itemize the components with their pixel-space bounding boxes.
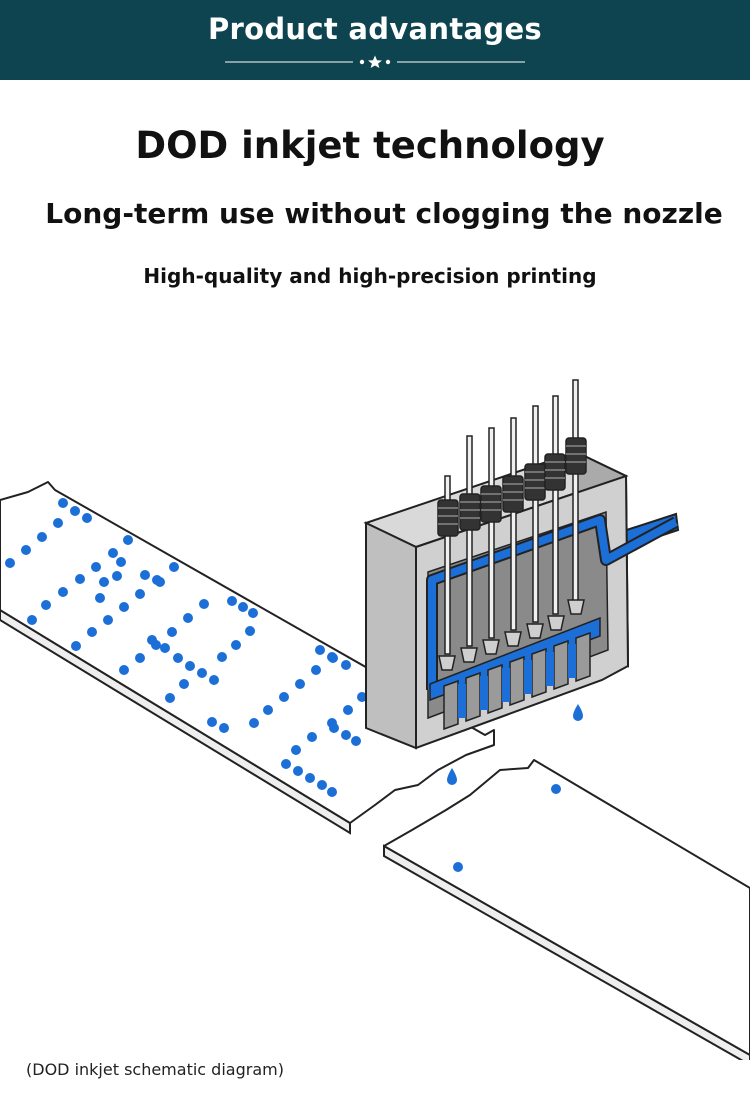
paper-strip-right bbox=[383, 759, 750, 1060]
ink-droplets bbox=[447, 704, 583, 785]
banner-title: Product advantages bbox=[207, 12, 542, 46]
paper-strip-left bbox=[0, 481, 495, 835]
header-banner: Product advantages bbox=[0, 0, 750, 80]
ink-dots bbox=[5, 498, 561, 872]
star-divider-icon bbox=[225, 55, 525, 68]
page-subtitle: Long-term use without clogging the nozzl… bbox=[45, 197, 723, 230]
diagram-caption: (DOD inkjet schematic diagram) bbox=[26, 1060, 284, 1079]
page-tagline: High-quality and high-precision printing bbox=[143, 264, 597, 288]
dod-inkjet-schematic bbox=[0, 379, 750, 1060]
nozzle-plungers bbox=[437, 379, 587, 671]
page-title: DOD inkjet technology bbox=[135, 124, 605, 167]
